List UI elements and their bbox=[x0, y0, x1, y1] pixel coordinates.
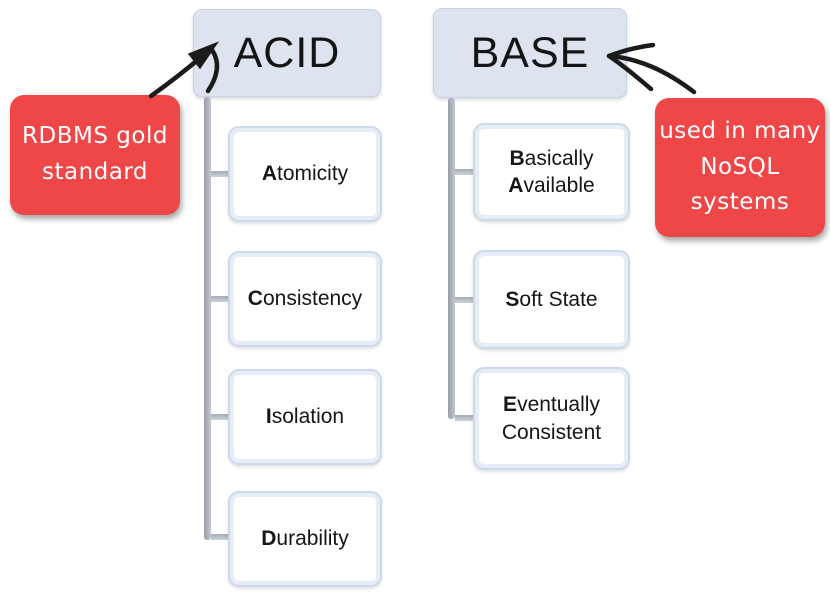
callout-text: systems bbox=[690, 189, 790, 216]
node-label: Available bbox=[508, 174, 595, 197]
base-header: BASE bbox=[433, 8, 627, 98]
callout-text: RDBMS gold bbox=[22, 123, 168, 150]
acid-item-consistency: Consistency bbox=[228, 251, 382, 347]
base-connector-stub bbox=[455, 415, 473, 421]
node-label: Consistency bbox=[247, 287, 363, 311]
callout-text: standard bbox=[41, 159, 149, 185]
acid-item-atomicity: Atomicity bbox=[228, 126, 382, 222]
node-label: Basically bbox=[509, 146, 594, 170]
acid-connector-stub bbox=[211, 296, 228, 302]
node-label: Isolation bbox=[265, 405, 345, 429]
base-item-soft-state: Soft State bbox=[473, 250, 630, 349]
acid-item-durability: Durability bbox=[228, 491, 382, 587]
callout-text: NoSQL bbox=[700, 153, 780, 180]
base-connector-stub bbox=[455, 169, 473, 175]
callout-rdbms-gold-standard: RDBMS gold standard bbox=[10, 95, 180, 215]
node-label: Eventually bbox=[503, 393, 600, 417]
acid-connector-stub bbox=[211, 534, 228, 540]
node-label: Soft State bbox=[505, 287, 598, 311]
callout-text: used in many bbox=[659, 118, 821, 145]
base-item-eventually-consistent: Eventually Consistent bbox=[473, 367, 630, 470]
acid-connector-stub bbox=[211, 414, 228, 420]
base-connector-stub bbox=[455, 297, 473, 303]
node-label: Durability bbox=[261, 527, 349, 551]
acid-connector-line bbox=[204, 97, 211, 540]
node-label: Atomicity bbox=[261, 162, 349, 186]
base-item-basically-available: Basically Available bbox=[473, 123, 630, 221]
base-connector-line bbox=[448, 98, 455, 419]
callout-nosql-systems: used in many NoSQL systems bbox=[655, 98, 825, 237]
acid-header: ACID bbox=[193, 9, 381, 97]
acid-connector-stub bbox=[211, 171, 228, 177]
node-label: Consistent bbox=[501, 420, 602, 444]
acid-item-isolation: Isolation bbox=[228, 369, 382, 465]
